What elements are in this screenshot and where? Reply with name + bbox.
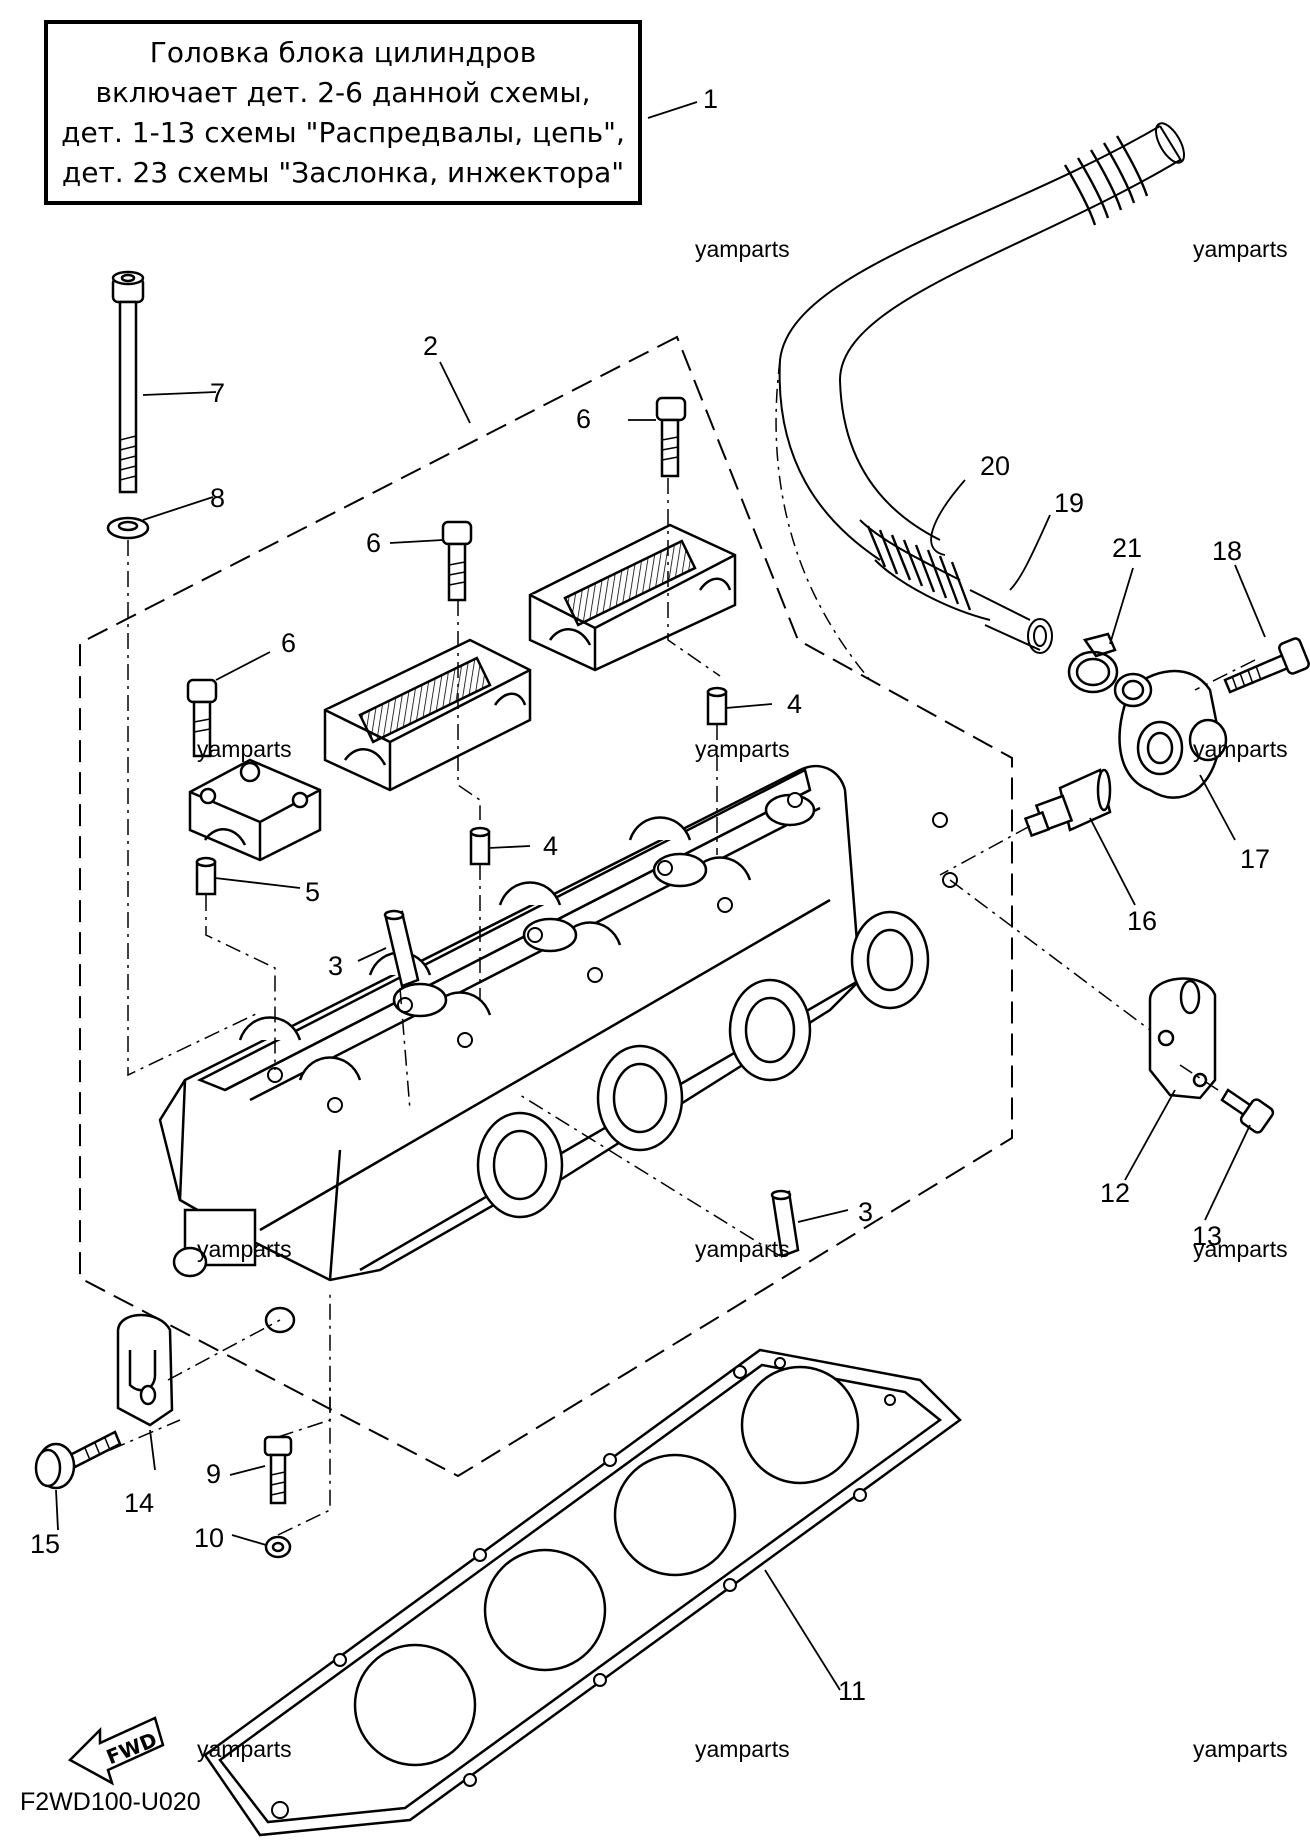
bracket-12 [1148, 977, 1217, 1100]
bolt-6-top [655, 396, 687, 478]
callout-13: 13 [1192, 1221, 1222, 1251]
diagram-code: F2WD100-U020 [20, 1788, 201, 1816]
bolt-18 [1223, 637, 1310, 694]
camshaft-cap-right [528, 523, 737, 672]
hose-clamp [1067, 632, 1119, 694]
thermostat [1023, 768, 1112, 838]
callout-20: 20 [980, 451, 1010, 481]
camshaft-cap-left [188, 758, 322, 862]
bolt-9 [263, 1435, 293, 1505]
callout-4-middle: 4 [543, 831, 558, 861]
valve-guide-lower [770, 1189, 800, 1258]
bracket-14 [116, 1313, 174, 1427]
valve-guide-upper [383, 909, 420, 988]
washer-8 [106, 516, 150, 540]
callout-8: 8 [210, 483, 225, 513]
callout-18: 18 [1212, 536, 1242, 566]
thermostat-housing [1113, 669, 1228, 799]
callout-9: 9 [206, 1459, 221, 1489]
callout-7: 7 [210, 378, 225, 408]
callout-3-upper: 3 [328, 951, 343, 981]
callout-17: 17 [1240, 844, 1270, 874]
callout-6-left: 6 [281, 628, 296, 658]
callout-10: 10 [194, 1523, 224, 1553]
callout-11: 11 [838, 1676, 866, 1706]
callout-3-lower: 3 [858, 1197, 873, 1227]
watermarks: yamparts yamparts yamparts yamparts yamp… [197, 236, 1288, 1762]
watermark: yamparts [1193, 1736, 1288, 1762]
camshaft-cap-middle [323, 638, 532, 792]
dowel-5 [195, 856, 217, 896]
callout-6-top: 6 [576, 404, 591, 434]
watermark: yamparts [695, 1736, 790, 1762]
callout-16: 16 [1127, 906, 1157, 936]
callout-14: 14 [124, 1488, 154, 1518]
dowel-4-right [706, 686, 728, 726]
leader-lines [55, 101, 1266, 1691]
washer-10 [264, 1535, 292, 1559]
bolt-6-middle [441, 520, 473, 602]
callouts: 1 2 3 3 4 4 5 6 6 6 7 8 9 10 11 12 13 14… [30, 84, 1270, 1706]
note-line: дет. 1-13 схемы "Распредвалы, цепь", [61, 115, 625, 149]
note-line: дет. 23 схемы "Заслонка, инжектора" [61, 155, 625, 189]
callout-15: 15 [30, 1529, 60, 1559]
callout-21: 21 [1112, 533, 1142, 563]
watermark: yamparts [695, 736, 790, 762]
watermark: yamparts [695, 236, 790, 262]
head-gasket [203, 1348, 962, 1837]
bolt-6-left [186, 678, 218, 758]
water-hose [778, 122, 1185, 654]
note-line: включает дет. 2-6 данной схемы, [95, 75, 591, 109]
long-bolt-7 [111, 270, 145, 494]
watermark: yamparts [1193, 1236, 1288, 1262]
dowel-4-middle [469, 826, 491, 866]
callout-4-right: 4 [787, 689, 802, 719]
callout-5: 5 [305, 877, 320, 907]
bolt-13 [1220, 1088, 1275, 1134]
watermark: yamparts [197, 736, 292, 762]
callout-1: 1 [703, 84, 718, 114]
watermark: yamparts [695, 1236, 790, 1262]
callout-12: 12 [1100, 1178, 1130, 1208]
fwd-arrow: FWD [67, 1716, 165, 1786]
callout-19: 19 [1054, 488, 1084, 518]
watermark: yamparts [1193, 236, 1288, 262]
assembly-note: Головка блока цилиндров включает дет. 2-… [44, 20, 642, 205]
cylinder-head [158, 764, 930, 1334]
bolt-15 [34, 1430, 122, 1490]
note-line: Головка блока цилиндров [149, 35, 537, 69]
alignment-lines [109, 478, 1256, 1536]
watermark: yamparts [197, 1736, 292, 1762]
watermark: yamparts [1193, 736, 1288, 762]
watermark: yamparts [197, 1236, 292, 1262]
callout-2: 2 [423, 331, 438, 361]
assembly-boundary [79, 335, 1013, 1478]
callout-6-middle: 6 [366, 528, 381, 558]
